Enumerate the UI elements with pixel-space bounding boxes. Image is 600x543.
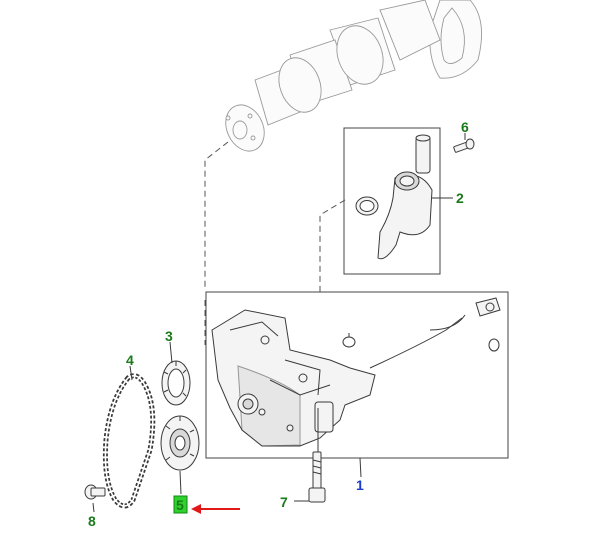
leader-lines xyxy=(92,197,453,513)
assembly-guide-lines xyxy=(204,141,346,345)
oil-pump xyxy=(211,297,501,503)
sprocket-3 xyxy=(161,360,191,406)
pickup-tube-box xyxy=(343,127,441,275)
callout-7: 7 xyxy=(280,494,288,510)
callout-6: 6 xyxy=(461,119,469,135)
callout-5: 5 xyxy=(176,497,184,513)
bolt-7 xyxy=(308,451,326,503)
oil-pump-box xyxy=(205,291,509,459)
timing-chain-4 xyxy=(102,373,156,509)
sprocket-5 xyxy=(160,415,200,471)
bolt-6 xyxy=(453,133,475,153)
callout-2: 2 xyxy=(456,190,464,206)
crankshaft-ghost xyxy=(225,0,483,152)
callout-8: 8 xyxy=(88,513,96,529)
callout-4: 4 xyxy=(126,352,134,368)
oil-pickup-tube xyxy=(355,133,475,260)
callout-1: 1 xyxy=(356,477,364,493)
bolt-8 xyxy=(84,484,106,500)
callout-3: 3 xyxy=(165,328,173,344)
red-arrow xyxy=(191,504,240,514)
callout-5-highlight[interactable]: 5 xyxy=(173,495,188,514)
